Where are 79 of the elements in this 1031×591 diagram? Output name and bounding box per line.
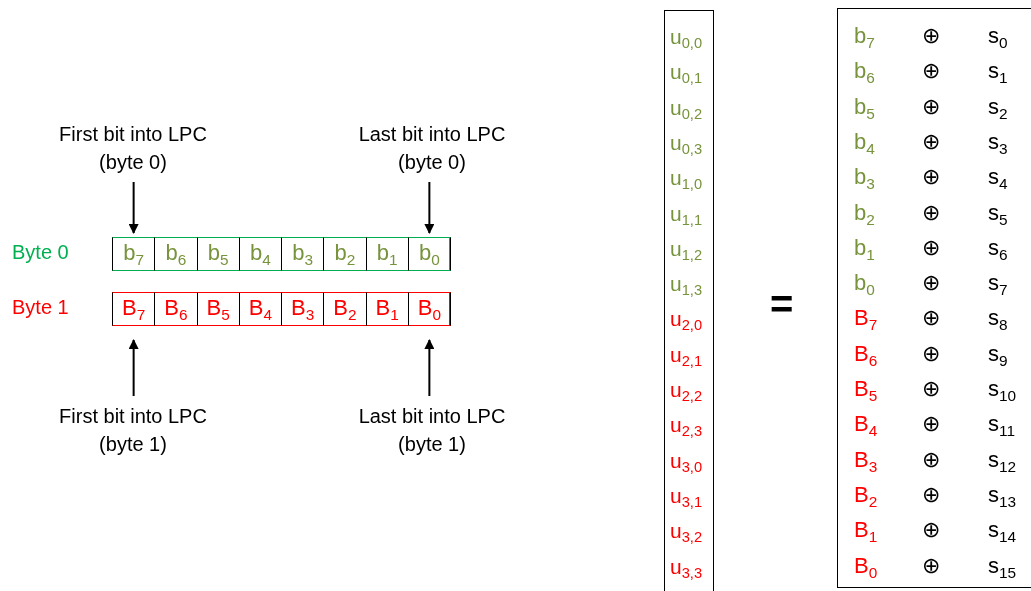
vector-entry: u$_{2,3}$: [670, 413, 703, 438]
vector-entry: u$_{2,2}$: [670, 378, 703, 402]
vector-entry: s$_{9}$: [988, 340, 1008, 367]
vector-entry: B$_{4}$: [854, 411, 878, 438]
vector-entry: s$_{3}$: [988, 128, 1008, 155]
vector-entry: b$_{7}$: [854, 23, 875, 49]
xor-symbol: ⊕: [922, 305, 940, 332]
arrow: [424, 181, 435, 234]
vector-entry: s$_{10}$: [988, 376, 1017, 402]
vector-entry: u$_{1,1}$: [670, 201, 703, 226]
vector-entry: b$_{1}$: [854, 234, 875, 261]
vector-entry: B$_{5}$: [854, 376, 878, 402]
vector-entry: b$_{6}$: [854, 58, 875, 85]
byte-register: [112, 292, 450, 326]
vector-entry: B$_{1}$: [854, 517, 878, 544]
row-label: Byte 0: [12, 241, 69, 264]
vector-entry: s$_{13}$: [988, 481, 1017, 508]
vector-entry: s$_{15}$: [988, 552, 1017, 579]
vector-entry: s$_{6}$: [988, 234, 1008, 261]
vector-entry: b$_{0}$: [854, 270, 875, 297]
vector-entry: s$_{1}$: [988, 58, 1008, 85]
xor-symbol: ⊕: [922, 517, 940, 544]
caption-text: First bit into LPC (byte 1): [43, 402, 223, 458]
vector-entry: u$_{0,1}$: [670, 60, 703, 85]
vector-entry: s$_{2}$: [988, 93, 1008, 120]
vector-entry: B$_{0}$: [854, 552, 878, 579]
caption-text: Last bit into LPC (byte 1): [342, 402, 522, 458]
xor-symbol: ⊕: [922, 164, 940, 191]
vector-entry: u$_{0,0}$: [670, 25, 703, 49]
xor-symbol: ⊕: [922, 58, 940, 85]
vector-entry: s$_{5}$: [988, 199, 1008, 226]
xor-symbol: ⊕: [922, 376, 940, 402]
vector-entry: b$_{2}$: [854, 199, 875, 226]
vector-entry: s$_{8}$: [988, 305, 1008, 332]
xor-symbol: ⊕: [922, 411, 940, 438]
xor-symbol: ⊕: [922, 552, 940, 579]
equals-sign: =: [770, 282, 794, 327]
vector-entry: u$_{0,3}$: [670, 130, 703, 155]
xor-symbol: ⊕: [922, 446, 940, 473]
vector-entry: u$_{1,3}$: [670, 272, 703, 297]
vector-entry: s$_{14}$: [988, 517, 1017, 544]
vector-entry: B$_{3}$: [854, 446, 878, 473]
arrow: [424, 339, 435, 397]
vector-entry: u$_{3,2}$: [670, 519, 703, 544]
xor-symbol: ⊕: [922, 23, 940, 49]
arrow: [128, 181, 139, 234]
xor-symbol: ⊕: [922, 128, 940, 155]
vector-entry: u$_{3,0}$: [670, 448, 703, 473]
xor-symbol: ⊕: [922, 270, 940, 297]
vector-entry: B$_{2}$: [854, 481, 878, 508]
vector-entry: b$_{4}$: [854, 128, 875, 155]
vector-entry: u$_{1,2}$: [670, 236, 703, 261]
vector-bracket: [664, 10, 714, 591]
vector-entry: B$_{6}$: [854, 340, 878, 367]
vector-entry: s$_{7}$: [988, 270, 1008, 297]
xor-symbol: ⊕: [922, 481, 940, 508]
vector-entry: s$_{4}$: [988, 164, 1008, 191]
vector-entry: u$_{3,3}$: [670, 554, 703, 579]
vector-entry: u$_{2,1}$: [670, 342, 703, 367]
xor-symbol: ⊕: [922, 199, 940, 226]
vector-entry: b$_{5}$: [854, 93, 875, 120]
vector-entry: b$_{3}$: [854, 164, 875, 191]
vector-entry: u$_{2,0}$: [670, 307, 703, 332]
xor-symbol: ⊕: [922, 93, 940, 120]
vector-entry: u$_{1,0}$: [670, 166, 703, 191]
xor-symbol: ⊕: [922, 340, 940, 367]
caption-text: First bit into LPC (byte 0): [43, 120, 223, 176]
arrow: [128, 339, 139, 397]
vector-entry: u$_{0,2}$: [670, 95, 703, 120]
row-label: Byte 1: [12, 296, 69, 319]
vector-entry: s$_{0}$: [988, 23, 1008, 49]
vector-entry: s$_{12}$: [988, 446, 1017, 473]
vector-bracket: [837, 8, 1031, 588]
vector-entry: B$_{7}$: [854, 305, 878, 332]
vector-entry: u$_{3,1}$: [670, 483, 703, 508]
vector-entry: s$_{11}$: [988, 411, 1015, 438]
xor-symbol: ⊕: [922, 234, 940, 261]
byte-register: [112, 237, 450, 271]
caption-text: Last bit into LPC (byte 0): [342, 120, 522, 176]
